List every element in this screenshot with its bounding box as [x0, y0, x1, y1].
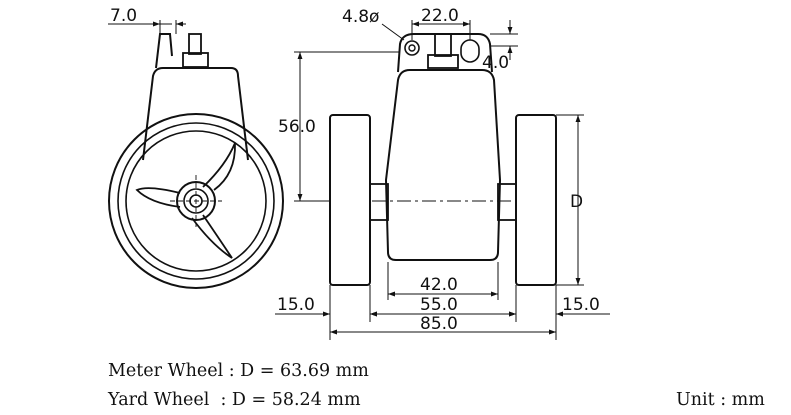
dim-left-wheel-width: 15.0: [277, 295, 315, 315]
dim-mount-spacing: 22.0: [421, 6, 459, 26]
meter-wheel-note: Meter Wheel : D = 63.69 mm: [108, 361, 369, 381]
unit-note: Unit : mm: [676, 390, 765, 410]
dim-overall-width: 85.0: [420, 314, 458, 334]
dim-inner-width: 42.0: [420, 275, 458, 295]
dim-mount-thickness: 4.0: [482, 53, 509, 73]
dim-wheel-diameter: D: [570, 192, 583, 212]
wheel-outer: [108, 113, 284, 289]
yard-wheel-note: Yard Wheel : D = 58.24 mm: [108, 390, 361, 410]
dim-side-width: 7.0: [110, 6, 137, 26]
counter-housing-side: [142, 67, 249, 161]
counter-housing-front: [384, 69, 502, 261]
front-view: 4.8ø 22.0 4.0 56.0 D 42.0 55.0: [275, 6, 610, 340]
side-view: 7.0: [108, 6, 284, 289]
dim-hole-diameter: 4.8ø: [342, 7, 379, 27]
dim-body-width: 55.0: [420, 295, 458, 315]
dim-body-height: 56.0: [278, 117, 316, 137]
wheel-right: [515, 114, 557, 286]
dim-right-wheel-width: 15.0: [562, 295, 600, 315]
wheel-left: [329, 114, 371, 286]
